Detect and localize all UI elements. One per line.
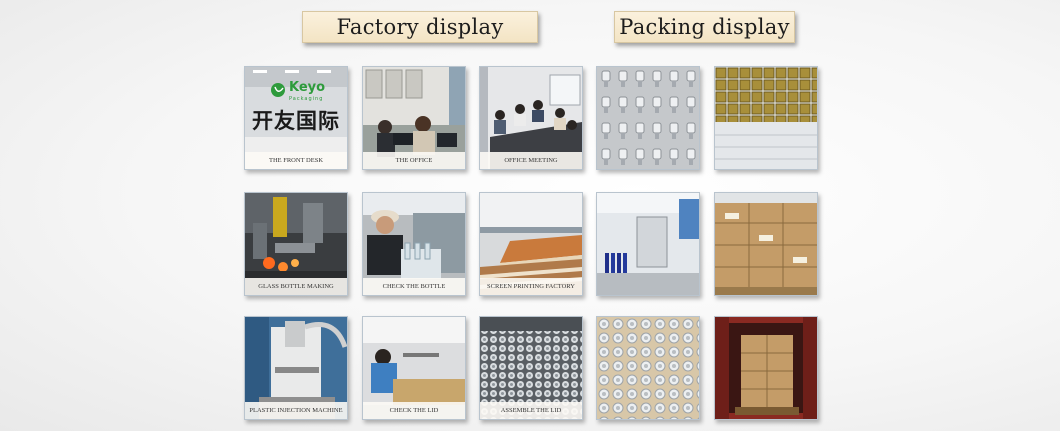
chinese-company-name: 开友国际	[252, 109, 340, 133]
photo-the-office[interactable]: THE OFFICE	[362, 66, 466, 170]
gold-trays-image	[715, 67, 817, 169]
tile-caption: SCREEN PRINTING FACTORY	[480, 278, 582, 295]
photo-packing-gold-trays[interactable]	[714, 66, 818, 170]
photo-assemble-the-lid[interactable]: ASSEMBLE THE LID	[479, 316, 583, 420]
photo-screen-printing-factory[interactable]: SCREEN PRINTING FACTORY	[479, 192, 583, 296]
tile-caption: THE FRONT DESK	[245, 152, 347, 169]
keyo-logo-text: Keyo	[289, 80, 326, 95]
photo-glass-bottle-making[interactable]: GLASS BOTTLE MAKING	[244, 192, 348, 296]
photo-office-meeting[interactable]: OFFICE MEETING	[479, 66, 583, 170]
tile-caption: GLASS BOTTLE MAKING	[245, 278, 347, 295]
photo-packing-cartons[interactable]	[714, 192, 818, 296]
tile-caption: CHECK THE LID	[363, 402, 465, 419]
photo-packing-blue-bottles[interactable]	[596, 192, 700, 296]
tile-caption: PLASTIC INJECTION MACHINE	[245, 402, 347, 419]
cap-rows-image	[597, 317, 699, 419]
tile-caption: CHECK THE BOTTLE	[363, 278, 465, 295]
photo-packing-cap-rows[interactable]	[596, 316, 700, 420]
photo-packing-silver-caps[interactable]	[596, 66, 700, 170]
packing-display-title: Packing display	[614, 11, 795, 43]
photo-check-the-bottle[interactable]: CHECK THE BOTTLE	[362, 192, 466, 296]
photo-plastic-injection-machine[interactable]: PLASTIC INJECTION MACHINE	[244, 316, 348, 420]
blue-bottles-image	[597, 193, 699, 295]
photo-check-the-lid[interactable]: CHECK THE LID	[362, 316, 466, 420]
cartons-image	[715, 193, 817, 295]
photo-front-desk[interactable]: Keyo Packaging 开友国际 THE FRONT DESK	[244, 66, 348, 170]
factory-display-title: Factory display	[302, 11, 538, 43]
keyo-logo-subtext: Packaging	[289, 96, 324, 102]
photo-packing-container-loading[interactable]	[714, 316, 818, 420]
tile-caption: THE OFFICE	[363, 152, 465, 169]
container-loading-image	[715, 317, 817, 419]
tile-caption: OFFICE MEETING	[480, 152, 582, 169]
silver-caps-tray-image	[597, 67, 699, 169]
tile-caption: ASSEMBLE THE LID	[480, 402, 582, 419]
